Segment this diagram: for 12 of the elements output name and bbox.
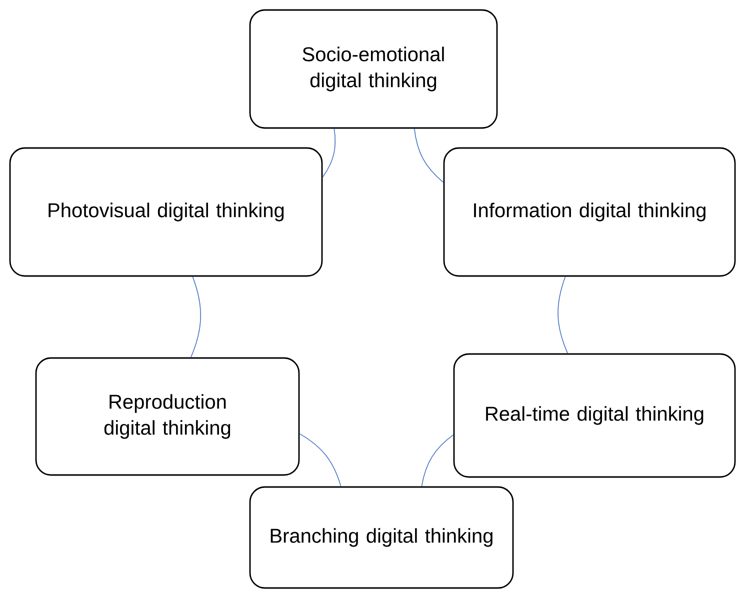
process-box: Reproduction digital thinking [35, 357, 300, 476]
process-box: Photovisual digital thinking [9, 147, 323, 277]
connector-arc [322, 128, 336, 178]
process-box: Information digital thinking [443, 147, 736, 277]
process-box: Branching digital thinking [249, 486, 514, 589]
connector-arc [421, 434, 454, 487]
connector-arc [190, 276, 202, 358]
connector-arc [558, 276, 568, 354]
connector-arc [299, 433, 342, 487]
process-box: Socio-emotional digital thinking [249, 9, 498, 129]
connector-arc [414, 128, 444, 183]
process-box: Real-time digital thinking [453, 353, 736, 478]
